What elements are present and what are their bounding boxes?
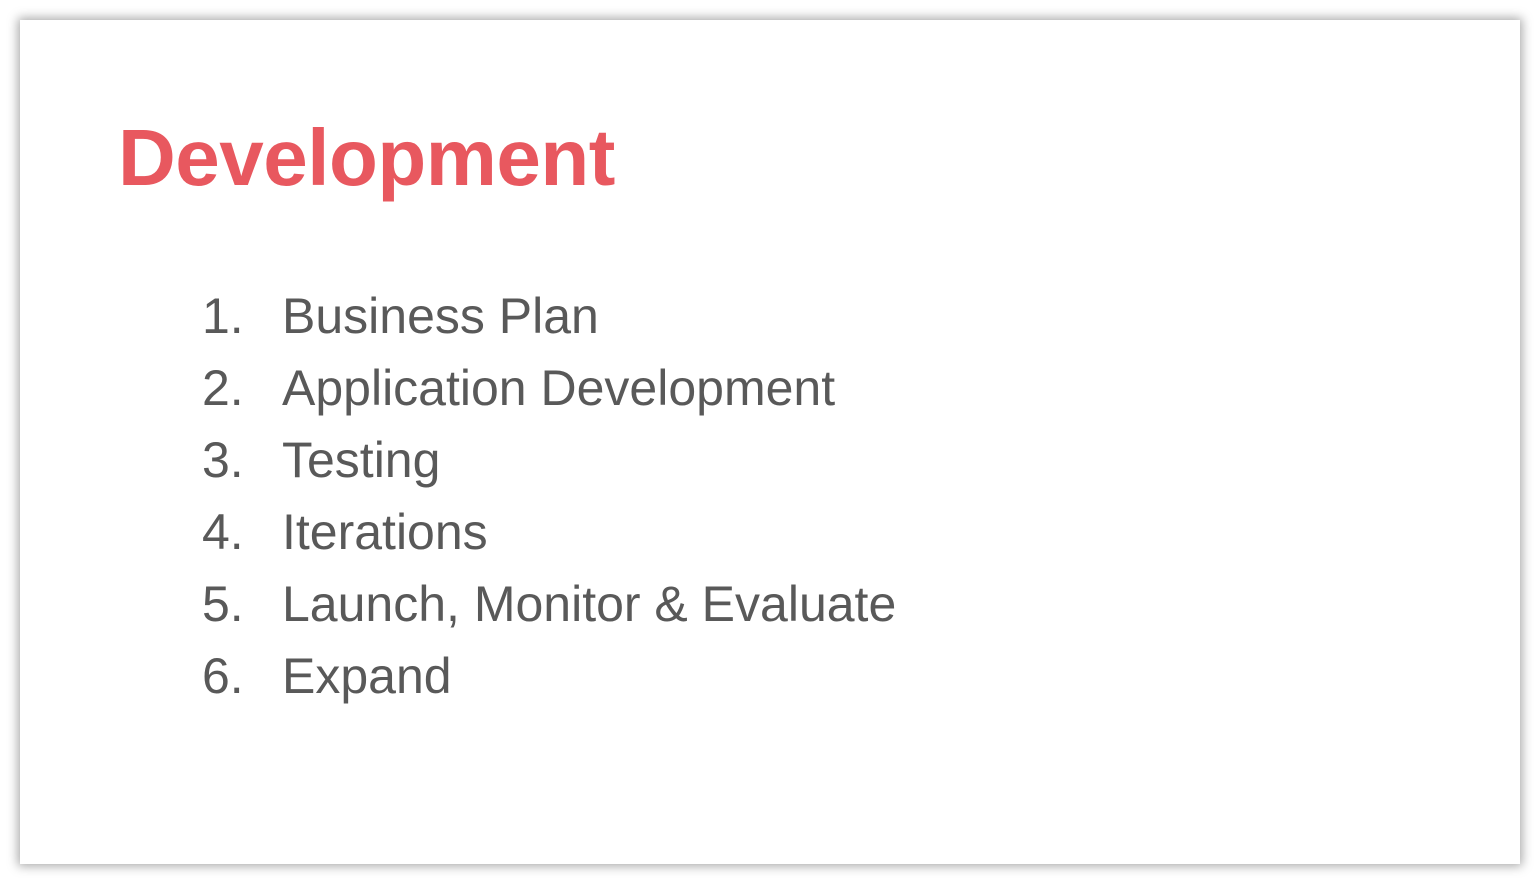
slide: Development 1. Business Plan 2. Applicatio… <box>20 20 1520 864</box>
list-item-text: Expand <box>282 648 452 704</box>
list-item-text: Launch, Monitor & Evaluate <box>282 576 897 632</box>
list-item-number: 5. <box>202 576 244 632</box>
list-item: 5. Launch, Monitor & Evaluate <box>202 572 896 644</box>
list-item-number: 1. <box>202 288 244 344</box>
list-item-text: Testing <box>282 432 441 488</box>
list-item-number: 4. <box>202 504 244 560</box>
list-item-number: 3. <box>202 432 244 488</box>
numbered-list: 1. Business Plan 2. Application Developmen… <box>202 284 896 716</box>
list-item: 3. Testing <box>202 428 896 500</box>
list-item-text: Iterations <box>282 504 488 560</box>
list-item: 4. Iterations <box>202 500 896 572</box>
list-item-number: 2. <box>202 360 244 416</box>
list-item-text: Business Plan <box>282 288 599 344</box>
list-item-text: Application Development <box>282 360 836 416</box>
list-item: 6. Expand <box>202 644 896 716</box>
list-item: 2. Application Development <box>202 356 896 428</box>
slide-title: Development <box>118 113 615 202</box>
list-item-number: 6. <box>202 648 244 704</box>
list-item: 1. Business Plan <box>202 284 896 356</box>
